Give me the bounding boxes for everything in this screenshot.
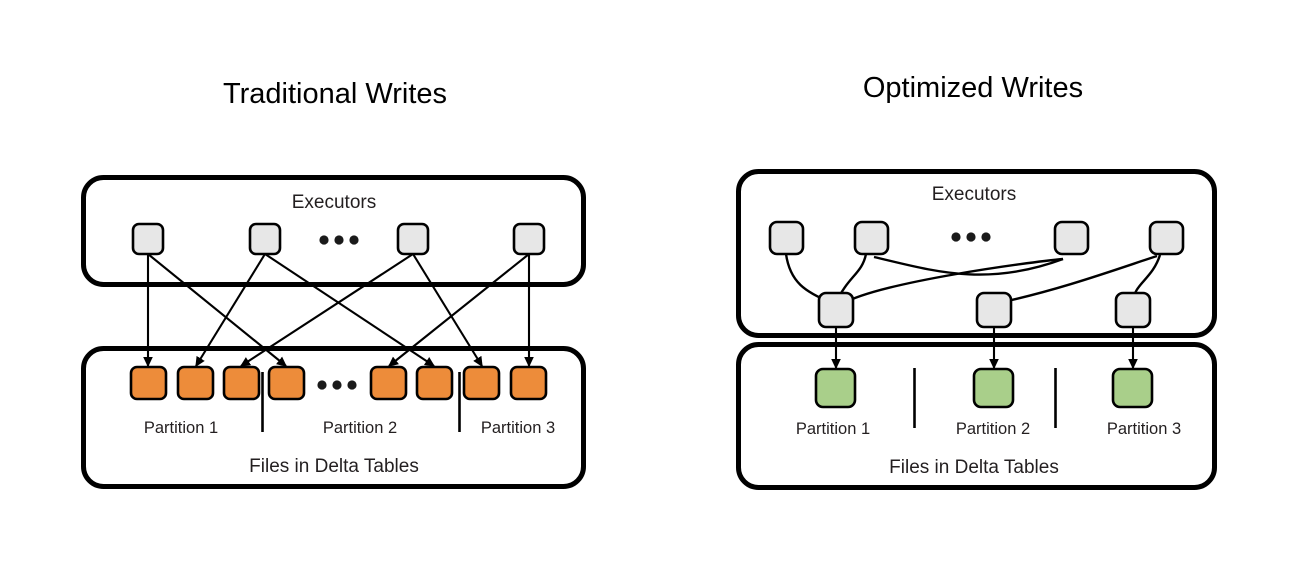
- ellipsis-dot: [332, 380, 342, 390]
- file-node-8: [509, 365, 548, 401]
- executor-node-1: [131, 222, 165, 256]
- edge-e2-f6: [264, 253, 436, 367]
- shuffle-node-2: [975, 291, 1013, 329]
- file-node-3: [1111, 367, 1154, 409]
- edge-e4-s2: [997, 254, 1158, 305]
- file-node-3: [222, 365, 261, 401]
- panel-traditional: Traditional Writes Executors Files in De…: [81, 78, 586, 489]
- ellipsis-dot: [347, 380, 357, 390]
- files-label-optimized: Files in Delta Tables: [889, 457, 1059, 478]
- files-ellipsis-traditional: [317, 380, 357, 390]
- ellipsis-dot: [951, 232, 961, 242]
- executor-node-1: [768, 220, 805, 256]
- executors-container-traditional: [81, 175, 586, 287]
- file-node-6: [415, 365, 454, 401]
- partition-label-1-optimized: Partition 1: [796, 420, 870, 438]
- panel-optimized: Optimized Writes Executors Files in Delt…: [736, 72, 1217, 490]
- ellipsis-dot: [319, 235, 329, 245]
- executor-node-3: [1053, 220, 1090, 256]
- executor-node-2: [853, 220, 890, 256]
- file-node-2: [176, 365, 215, 401]
- ellipsis-dot: [966, 232, 976, 242]
- ellipsis-dot: [349, 235, 359, 245]
- edge-e3-s1-tail: [841, 257, 1064, 306]
- panel-title-traditional: Traditional Writes: [223, 78, 447, 110]
- file-nodes-traditional: [129, 365, 548, 401]
- edge-e3-f7: [412, 253, 483, 368]
- executor-node-2: [248, 222, 282, 256]
- file-node-1: [129, 365, 168, 401]
- executors-ellipsis-traditional: [319, 235, 359, 245]
- partition-label-2-optimized: Partition 2: [956, 420, 1030, 438]
- partition-label-3-traditional: Partition 3: [481, 419, 555, 437]
- executor-nodes-traditional: [131, 222, 546, 256]
- edge-e4-f5: [387, 253, 530, 367]
- edge-e1-f4: [147, 253, 288, 367]
- files-container-optimized: [736, 342, 1217, 490]
- panel-title-optimized: Optimized Writes: [863, 72, 1083, 104]
- executor-node-3: [396, 222, 430, 256]
- file-node-5: [369, 365, 408, 401]
- executor-node-4: [512, 222, 546, 256]
- edge-e2-f2: [195, 253, 266, 368]
- shuffle-node-1: [817, 291, 855, 329]
- file-node-4: [267, 365, 306, 401]
- executor-node-4: [1148, 220, 1185, 256]
- shuffle-nodes-optimized: [817, 291, 1152, 329]
- file-node-7: [462, 365, 501, 401]
- partition-label-1-traditional: Partition 1: [144, 419, 218, 437]
- executors-label-traditional: Executors: [292, 192, 376, 213]
- file-nodes-optimized: [814, 367, 1154, 409]
- executors-label-optimized: Executors: [932, 184, 1016, 205]
- ellipsis-dot: [317, 380, 327, 390]
- partition-label-2-traditional: Partition 2: [323, 419, 397, 437]
- ellipsis-dot: [334, 235, 344, 245]
- edge-e3-f3: [239, 253, 414, 367]
- files-label-traditional: Files in Delta Tables: [249, 456, 419, 477]
- file-connections-optimized: [831, 327, 1138, 370]
- file-node-1: [814, 367, 857, 409]
- shuffle-node-3: [1114, 291, 1152, 329]
- executors-ellipsis-optimized: [951, 232, 991, 242]
- executor-nodes-optimized: [768, 220, 1185, 256]
- ellipsis-dot: [981, 232, 991, 242]
- executors-container-optimized: [736, 169, 1217, 338]
- partition-label-3-optimized: Partition 3: [1107, 420, 1181, 438]
- file-node-2: [972, 367, 1015, 409]
- connections-traditional: [143, 253, 534, 368]
